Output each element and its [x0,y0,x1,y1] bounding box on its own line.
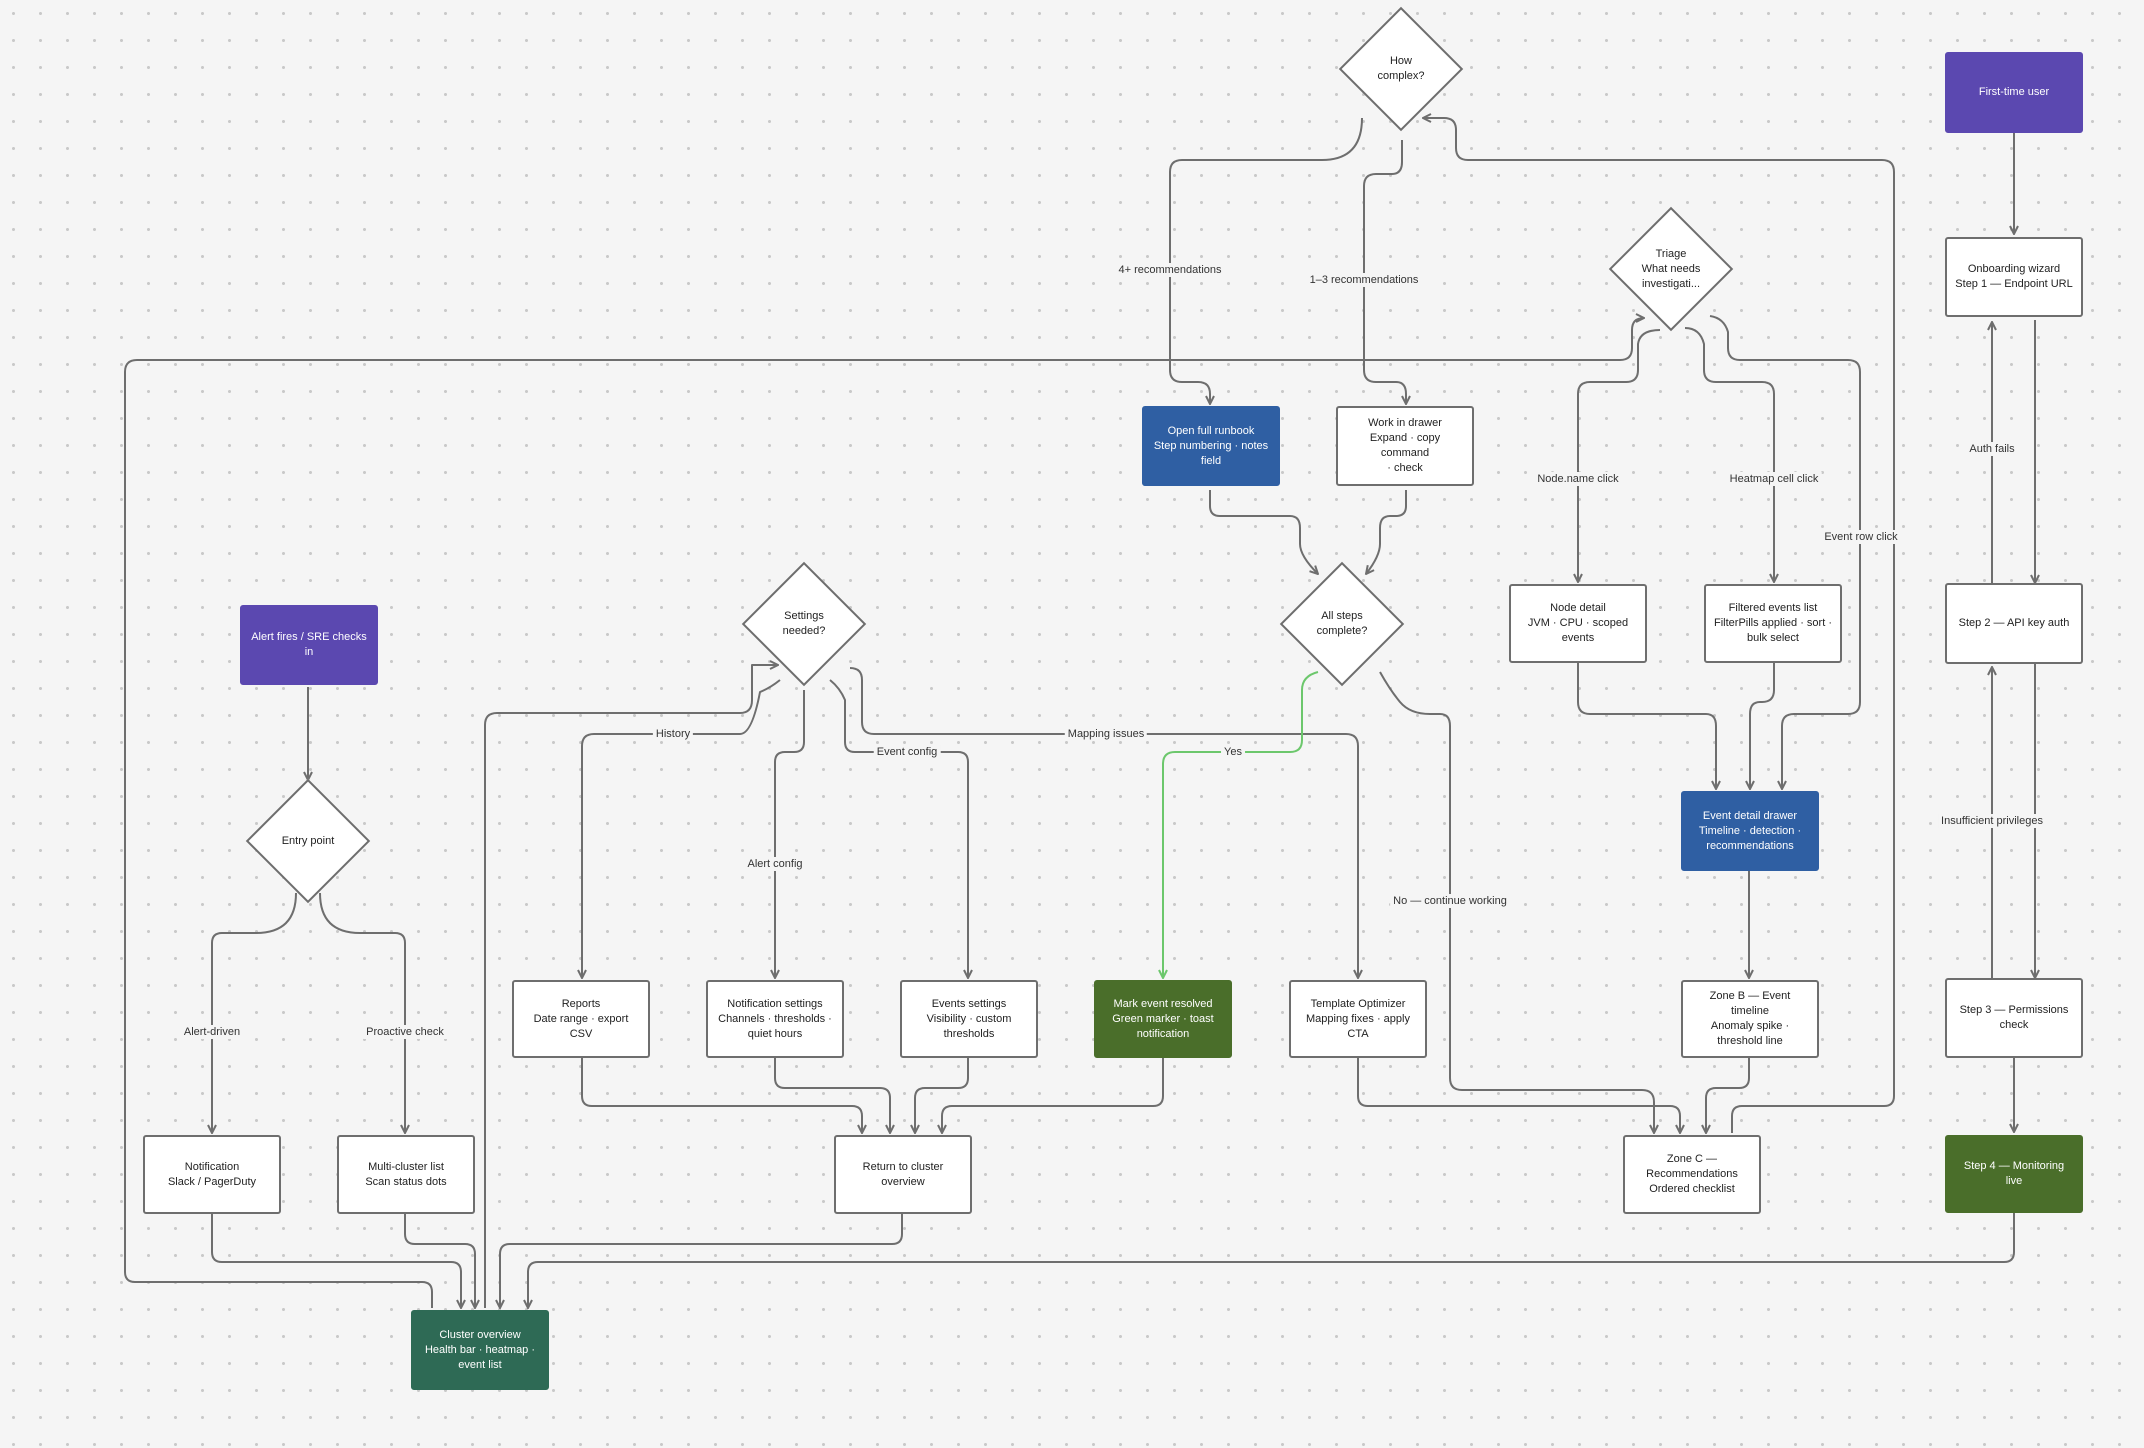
edge-step4-overview [528,1213,2015,1308]
diamond-how-complex[interactable]: How complex? [1338,6,1464,132]
edge-label-heatmap-cell-click: Heatmap cell click [1726,472,1822,486]
edge-allsteps-zonec [1379,671,1654,1133]
edge-allsteps-resolved-yes [1163,671,1319,978]
node-multi-cluster-list[interactable]: Multi-cluster list Scan status dots [337,1135,475,1214]
node-mark-event-resolved[interactable]: Mark event resolved Green marker · toast… [1094,980,1232,1058]
node-zone-c-recommendations[interactable]: Zone C — Recommendations Ordered checkli… [1623,1135,1761,1214]
edge-filtered-eventdrawer [1750,663,1775,789]
edge-reports-return [581,1058,862,1133]
node-step2-api-key-auth[interactable]: Step 2 — API key auth [1945,583,2083,664]
edge-entry-multicluster [319,892,405,1133]
edge-entry-notification [212,892,297,1133]
node-onboarding-step1[interactable]: Onboarding wizard Step 1 — Endpoint URL [1945,237,2083,317]
edge-overview-settings [484,665,778,1308]
node-step4-monitoring-live[interactable]: Step 4 — Monitoring live [1945,1135,2083,1213]
diamond-label: Triage What needs investigati... [1641,247,1701,290]
edge-label-history: History [652,727,694,741]
diamond-entry-point[interactable]: Entry point [245,778,371,904]
edge-label-auth-fails: Auth fails [1966,442,2018,456]
diamond-all-steps-complete[interactable]: All steps complete? [1279,561,1405,687]
edge-label-alert-config: Alert config [744,857,806,871]
node-work-in-drawer[interactable]: Work in drawer Expand · copy command · c… [1336,406,1474,486]
edge-return-overview [500,1214,903,1308]
diamond-label: Entry point [281,834,335,847]
edge-nodedetail-eventdrawer [1577,663,1716,789]
node-filtered-events-list[interactable]: Filtered events list FilterPills applied… [1704,584,1842,663]
edge-label-proactive-check: Proactive check [363,1025,447,1039]
edge-notification-overview [211,1214,461,1308]
edge-runbook-allsteps [1209,490,1318,574]
diamond-settings-needed[interactable]: Settings needed? [741,561,867,687]
edge-label-node-name-click: Node.name click [1534,472,1622,486]
node-reports[interactable]: Reports Date range · export CSV [512,980,650,1058]
edge-template-zonec [1357,1058,1680,1133]
node-events-settings[interactable]: Events settings Visibility · custom thre… [900,980,1038,1058]
edge-label-event-config: Event config [873,745,941,759]
node-step3-permissions[interactable]: Step 3 — Permissions check [1945,978,2083,1058]
edge-drawer-allsteps [1366,490,1407,574]
edge-settings-template [849,667,1358,978]
node-event-detail-drawer[interactable]: Event detail drawer Timeline · detection… [1681,791,1819,871]
node-alert-fires[interactable]: Alert fires / SRE checks in [240,605,378,685]
edge-complex-drawer [1363,140,1406,404]
node-open-full-runbook[interactable]: Open full runbook Step numbering · notes… [1142,406,1280,486]
edge-settings-notifsettings [775,690,805,978]
edge-zonec-complex-loop [1423,118,1895,1133]
edge-triage-eventdrawer [1709,315,1861,789]
diamond-triage[interactable]: Triage What needs investigati... [1608,206,1734,332]
edge-zoneb-zonec [1706,1058,1750,1133]
edge-resolved-return [942,1058,1164,1133]
edge-notifsettings-return [774,1058,890,1133]
node-cluster-overview[interactable]: Cluster overview Health bar · heatmap · … [411,1310,549,1390]
node-return-to-overview[interactable]: Return to cluster overview [834,1135,972,1214]
diamond-label: Settings needed? [782,610,826,637]
edge-label-event-row-click: Event row click [1821,530,1901,544]
node-notification[interactable]: Notification Slack / PagerDuty [143,1135,281,1214]
edge-label-four-plus-recommendations: 4+ recommendations [1115,263,1225,277]
edge-label-insufficient-privileges: Insufficient privileges [1938,814,2046,828]
edge-label-one-three-recommendations: 1–3 recommendations [1306,273,1422,287]
edge-settings-reports [582,679,781,978]
edge-label-alert-driven: Alert-driven [180,1025,244,1039]
node-notification-settings[interactable]: Notification settings Channels · thresho… [706,980,844,1058]
edge-triage-filtered [1684,327,1774,582]
edge-multicluster-overview [404,1214,475,1308]
diamond-label: How complex? [1377,55,1425,82]
edge-complex-runbook [1169,117,1363,404]
edge-eventsettings-return [915,1058,969,1133]
node-first-time-user[interactable]: First-time user [1945,52,2083,133]
edge-overview-triage [124,318,1644,1308]
node-node-detail[interactable]: Node detail JVM · CPU · scoped events [1509,584,1647,663]
node-template-optimizer[interactable]: Template Optimizer Mapping fixes · apply… [1289,980,1427,1058]
edge-label-yes: Yes [1221,745,1245,759]
diamond-label: All steps complete? [1316,610,1368,637]
edge-label-mapping-issues: Mapping issues [1064,727,1148,741]
edge-triage-nodedetail [1578,329,1661,582]
edge-settings-eventsettings [829,679,968,978]
node-zone-b-event-timeline[interactable]: Zone B — Event timeline Anomaly spike · … [1681,980,1819,1058]
edge-label-no-continue-working: No — continue working [1390,894,1510,908]
